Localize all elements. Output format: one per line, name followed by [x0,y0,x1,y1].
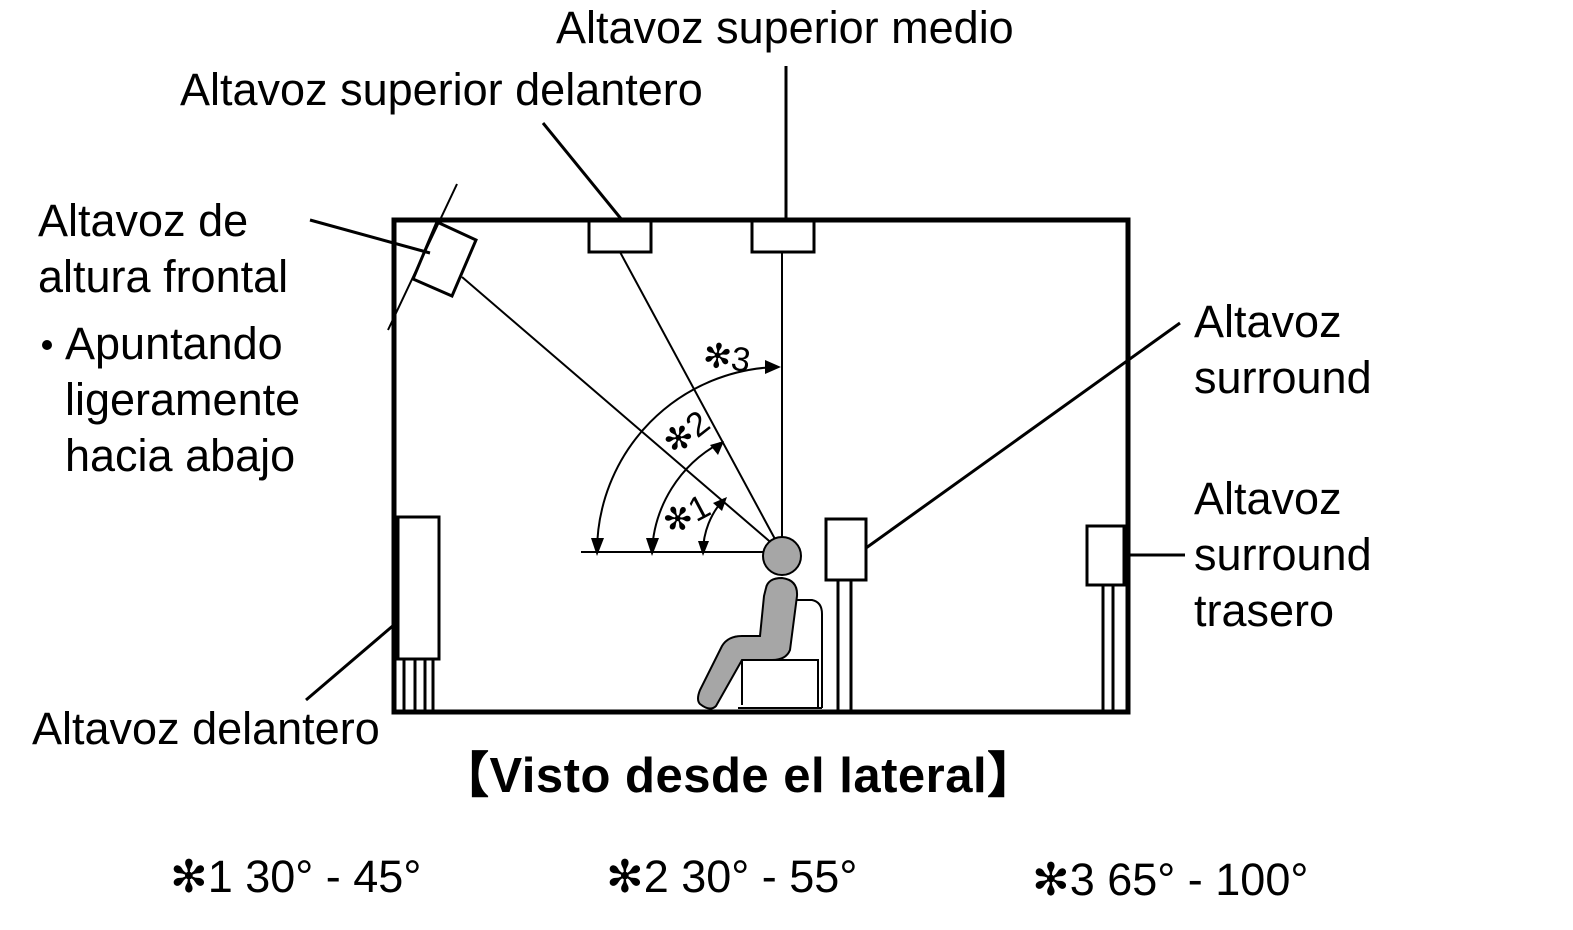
angle-note-3: ✻3 65° - 100° [1032,854,1309,905]
surround-speaker [824,517,868,710]
front-height-note-text: Apuntando ligeramente hacia abajo [65,316,300,484]
note-line2: ligeramente [65,374,301,425]
label-top-middle: Altavoz superior medio [556,2,1014,53]
front-speaker [396,515,441,710]
label-surround: Altavoz surround [1194,294,1372,406]
label-surround-line2: surround [1194,352,1372,403]
note-line3: hacia abajo [65,430,296,481]
angle-arc-3 [596,366,780,553]
angle-note-2: ✻2 30° - 55° [606,851,858,902]
label-surround-back: Altavoz surround trasero [1194,471,1372,639]
top-middle-speaker [750,219,816,254]
bullet-dot [42,340,52,350]
angle-note-1: ✻1 30° - 45° [170,851,422,902]
angle-arc-2 [651,442,721,553]
label-front-height-line1: Altavoz de [38,195,249,246]
angle-arrowheads [591,360,781,556]
surround-back-speaker [1085,524,1126,710]
label-surround-back-line3: trasero [1194,585,1335,636]
top-front-speaker [587,219,653,254]
leader-surround [865,321,1181,550]
view-caption: 【Visto desde el lateral】 [440,749,1037,803]
listener-person [697,536,823,710]
front-height-aim-line [387,183,458,331]
leader-front-height [309,218,431,255]
label-surround-back-line2: surround [1194,529,1372,580]
leader-top-front [541,122,624,221]
leader-lines [305,66,1185,702]
sight-lines [461,251,783,553]
label-front-height: Altavoz de altura frontal [38,193,288,305]
listener-head [762,536,802,576]
angle-marker-3: ✻3 [700,335,753,381]
label-front: Altavoz delantero [32,703,380,754]
leader-front [305,622,396,702]
label-surround-back-line1: Altavoz [1194,473,1342,524]
note-line1: Apuntando [65,318,283,369]
label-surround-line1: Altavoz [1194,296,1342,347]
label-front-height-line2: altura frontal [38,251,289,302]
label-top-front: Altavoz superior delantero [180,64,703,115]
